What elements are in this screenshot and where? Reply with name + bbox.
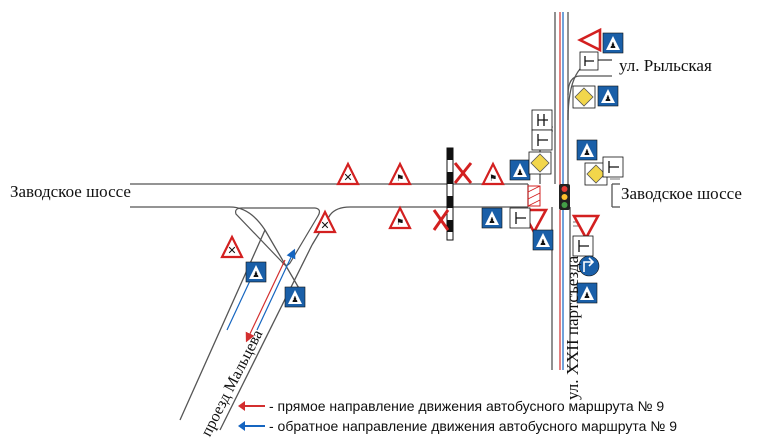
street-label-zavodskoe-right: Заводское шоссе xyxy=(621,184,742,203)
lane-direction-sign-icon xyxy=(602,156,624,178)
pedestrian-crossing-sign-icon: ♟ xyxy=(509,159,531,181)
pedestrian-crossing-sign-icon: ♟ xyxy=(602,32,624,54)
legend-forward-text: - прямое направление движения автобусног… xyxy=(269,398,665,414)
forward-route-line-icon xyxy=(238,401,265,411)
yield-sign-icon xyxy=(571,214,601,241)
lane-direction-sign-icon xyxy=(531,129,553,151)
svg-text:♟: ♟ xyxy=(583,291,590,300)
children-warning-sign-icon: ⚑ xyxy=(481,161,505,186)
lane-direction-sign-icon xyxy=(531,109,553,131)
pedestrian-crossing-sign-icon: ♟ xyxy=(284,286,306,308)
road-maltseva xyxy=(179,229,313,431)
pedestrian-crossing-sign-icon: ♟ xyxy=(576,282,598,304)
svg-text:♟: ♟ xyxy=(583,148,590,157)
svg-text:♟: ♟ xyxy=(291,295,298,304)
reverse-route-line-icon xyxy=(238,421,265,431)
street-label-rylskaya: ул. Рыльская xyxy=(619,56,712,75)
lane-direction-sign-icon xyxy=(509,207,531,229)
children-warning-sign-icon: ⚑ xyxy=(388,161,412,186)
crossroads-warning-sign-icon: ✕ xyxy=(336,161,360,186)
legend-reverse: - обратное направление движения автобусн… xyxy=(238,418,677,434)
priority-road-sign-icon xyxy=(528,151,552,175)
street-label-xxii: ул. XXII партсъезда xyxy=(563,255,582,400)
traffic-island xyxy=(235,207,321,266)
hatched-zone xyxy=(527,185,541,207)
traffic-light-icon xyxy=(559,184,570,210)
legend-reverse-text: - обратное направление движения автобусн… xyxy=(269,418,677,434)
crossroads-warning-sign-icon: ✕ xyxy=(313,209,337,234)
svg-text:⚑: ⚑ xyxy=(396,218,404,228)
svg-text:✕: ✕ xyxy=(320,219,329,232)
svg-text:✕: ✕ xyxy=(227,244,236,257)
railway-cross-sign-icon xyxy=(432,162,473,231)
svg-text:♟: ♟ xyxy=(252,270,259,279)
pedestrian-crossing-sign-icon: ♟ xyxy=(245,261,267,283)
lane-direction-sign-icon xyxy=(572,235,594,257)
pedestrian-crossing-sign-icon: ♟ xyxy=(597,85,619,107)
pedestrian-crossing-sign-icon: ♟ xyxy=(481,207,503,229)
pedestrian-crossing-sign-icon: ♟ xyxy=(532,229,554,251)
yield-sign-icon xyxy=(577,27,602,53)
svg-text:♟: ♟ xyxy=(609,41,616,50)
railway-crossing xyxy=(446,147,454,241)
svg-text:♟: ♟ xyxy=(488,216,495,225)
pedestrian-crossing-sign-icon: ♟ xyxy=(576,139,598,161)
lane-direction-sign-icon xyxy=(579,51,599,71)
svg-text:✕: ✕ xyxy=(343,171,352,184)
crossroads-warning-sign-icon: ✕ xyxy=(220,234,244,259)
children-warning-sign-icon: ⚑ xyxy=(388,205,412,230)
svg-text:⚑: ⚑ xyxy=(489,174,497,184)
legend-forward: - прямое направление движения автобусног… xyxy=(238,398,665,414)
svg-text:♟: ♟ xyxy=(604,94,611,103)
svg-text:♟: ♟ xyxy=(539,238,546,247)
svg-text:⚑: ⚑ xyxy=(396,174,404,184)
priority-road-sign-icon xyxy=(572,85,596,109)
street-label-zavodskoe-left: Заводское шоссе xyxy=(10,182,131,201)
priority-road-sign-icon xyxy=(584,162,608,186)
direction-blue-sign-icon xyxy=(578,255,600,277)
road-zavodskoe xyxy=(130,183,620,291)
svg-text:♟: ♟ xyxy=(516,168,523,177)
